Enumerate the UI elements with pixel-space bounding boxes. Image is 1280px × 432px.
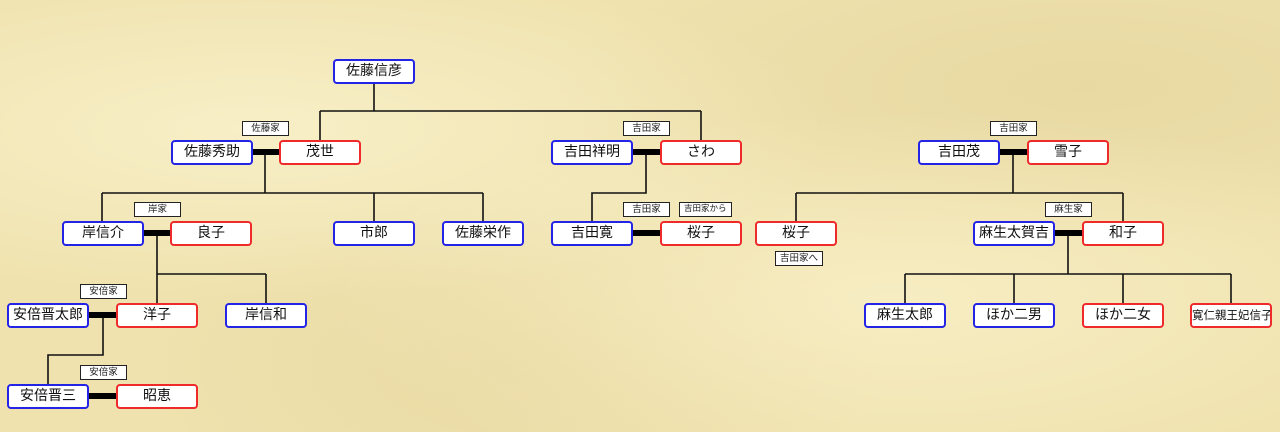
person-sakurako-daughter: 桜子 [755,221,837,246]
line-yoshida-yoshiaki-children [591,152,647,221]
person-nobuko: 寛仁親王妃信子 [1190,303,1272,328]
person-other-daughters: ほか二女 [1082,303,1164,328]
person-yoshida-shigeru: 吉田茂 [918,140,1000,165]
person-akie: 昭恵 [116,384,198,409]
person-yoko: 洋子 [116,303,198,328]
line-sato-hidesuke-children [101,152,484,221]
person-yukiko: 雪子 [1027,140,1109,165]
person-abe-shintaro: 安倍晋太郎 [7,303,89,328]
family-label-kishi: 岸家 [134,202,181,217]
person-other-sons: ほか二男 [973,303,1055,328]
person-kazuko: 和子 [1082,221,1164,246]
line-yoshida-shigeru-children [795,152,1124,221]
marriage-bars [89,149,1082,399]
person-abe-shinzo: 安倍晋三 [7,384,89,409]
line-kishi-children [156,233,267,303]
parent-child-lines [47,84,1232,384]
line-abe-children [47,315,104,384]
person-aso-takakichi: 麻生太賀吉 [973,221,1055,246]
family-label-abe: 安倍家 [80,284,127,299]
person-yoshiko: 良子 [170,221,252,246]
person-kishi-nobukazu: 岸信和 [225,303,307,328]
family-label-yoshida: 吉田家 [623,121,670,136]
person-sato-eisaku: 佐藤栄作 [442,221,524,246]
family-label-sato: 佐藤家 [242,121,289,136]
note-from-yoshida: 吉田家から [679,202,732,217]
person-kishi-nobusuke: 岸信介 [62,221,144,246]
person-ichiro: 市郎 [333,221,415,246]
line-sato-nobuhiko-children [319,84,702,140]
person-yoshida-hiroshi: 吉田寛 [551,221,633,246]
family-label-aso: 麻生家 [1045,202,1092,217]
person-yoshida-yoshiaki: 吉田祥明 [551,140,633,165]
family-label-yoshida: 吉田家 [623,202,670,217]
person-sato-nobuhiko: 佐藤信彦 [333,59,415,84]
note-to-yoshida: 吉田家へ [775,251,824,266]
person-moyo: 茂世 [279,140,361,165]
person-sawa: さわ [660,140,742,165]
family-label-abe: 安倍家 [80,365,127,380]
person-sakurako-spouse: 桜子 [660,221,742,246]
line-aso-children [904,233,1232,303]
person-sato-hidesuke: 佐藤秀助 [171,140,253,165]
family-label-yoshida: 吉田家 [990,121,1037,136]
person-aso-taro: 麻生太郎 [864,303,946,328]
